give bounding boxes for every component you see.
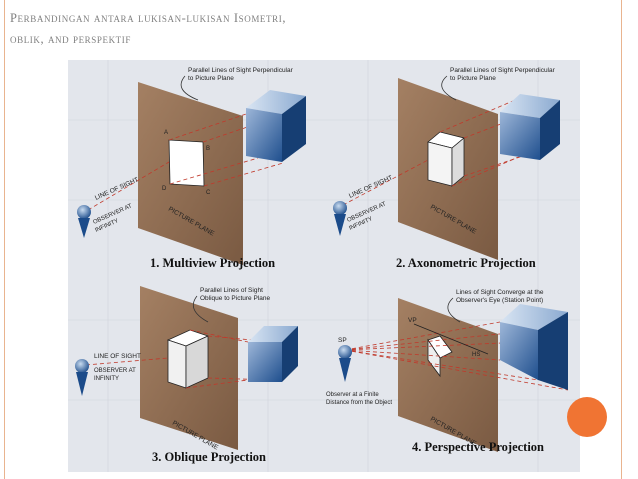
left-frame-line [4, 0, 5, 479]
observer-eye-icon [77, 205, 91, 238]
sight-note-line-1: Lines of Sight Converge at the [456, 289, 544, 296]
sight-note-line-2: Observer's Eye (Station Point) [456, 297, 543, 304]
observer-line-1: Observer at a Finite [326, 392, 379, 398]
slide-title-line-2: oblik, and perspektif [10, 32, 131, 46]
note-arrow [180, 75, 199, 101]
cube-side [538, 312, 568, 390]
sp-label: SP [338, 337, 347, 344]
perspective-diagram: Lines of Sight Converge at the Observer'… [326, 289, 569, 452]
line-of-sight-label: LINE OF SIGHT [94, 353, 141, 360]
sight-note-line-2: to Picture Plane [188, 75, 234, 82]
line-of-sight-label: LINE OF SIGHT [94, 176, 140, 202]
sight-note-line-2: to Picture Plane [450, 75, 496, 82]
cube-front [500, 112, 540, 160]
sight-note-line-1: Parallel Lines of Sight Perpendicular [450, 67, 556, 74]
cube-side [282, 96, 306, 162]
multiview-diagram: A B C D Parallel Lines of Sight Perpendi… [77, 67, 306, 265]
slide-title-line-1: Perbandingan antara lukisan-lukisan Isom… [10, 11, 287, 25]
axonometric-diagram: Parallel Lines of Sight Perpendicular to… [333, 67, 560, 260]
cube-front [248, 342, 282, 382]
cube-top [500, 304, 568, 330]
caption-oblique: 3. Oblique Projection [152, 450, 267, 464]
cube-side [540, 100, 560, 160]
projected-front [427, 338, 441, 378]
cube-top [500, 94, 560, 118]
cube-front [246, 108, 282, 162]
cube-top [246, 90, 306, 114]
caption-multiview: 1. Multiview Projection [150, 256, 276, 270]
slide-title: Perbandingan antara lukisan-lukisan Isom… [10, 8, 430, 50]
cube-side [282, 326, 298, 382]
observer-line-2: Distance from the Object [326, 400, 392, 406]
projection-comparison-figure: A B C D Parallel Lines of Sight Perpendi… [68, 60, 580, 472]
label-a: A [164, 130, 168, 136]
observer-eye-icon [338, 345, 352, 382]
caption-perspective: 4. Perspective Projection [412, 440, 545, 454]
hs-label: HS [472, 352, 480, 358]
note-arrow [441, 75, 457, 101]
cube-top [248, 326, 298, 342]
observer-eye-icon [75, 359, 89, 396]
projection-diagrams: A B C D Parallel Lines of Sight Perpendi… [68, 60, 580, 472]
oblique-diagram: Parallel Lines of Sight Oblique to Pictu… [75, 286, 298, 452]
projected-front [427, 141, 453, 187]
line-of-sight-label: LINE OF SIGHT [348, 174, 394, 200]
observer-line-1: OBSERVER AT [94, 368, 136, 374]
cube-front [500, 322, 538, 380]
sight-note-line-2: Oblique to Picture Plane [200, 295, 270, 302]
right-frame-line [621, 0, 622, 479]
note-arrow [447, 297, 461, 323]
observer-eye-icon [333, 201, 347, 236]
label-c: C [206, 190, 211, 196]
label-d: D [162, 186, 167, 192]
note-arrow [192, 295, 209, 323]
observer-line-2: INFINITY [94, 376, 119, 382]
horizon-line [413, 323, 489, 355]
caption-axonometric: 2. Axonometric Projection [396, 256, 536, 270]
accent-circle [567, 397, 607, 437]
label-b: B [206, 146, 210, 152]
sight-lines [85, 329, 275, 389]
projected-front [167, 339, 187, 389]
vp-label: VP [408, 317, 417, 324]
sight-note-line-1: Parallel Lines of Sight Perpendicular [188, 67, 294, 74]
sight-note-line-1: Parallel Lines of Sight [200, 287, 263, 294]
